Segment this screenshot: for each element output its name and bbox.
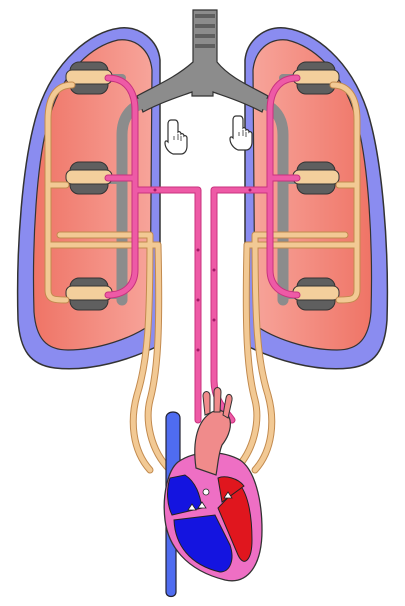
pulmonary-veins bbox=[108, 78, 297, 420]
pointing-hand-icon bbox=[165, 120, 187, 154]
blood-cells bbox=[154, 189, 252, 352]
